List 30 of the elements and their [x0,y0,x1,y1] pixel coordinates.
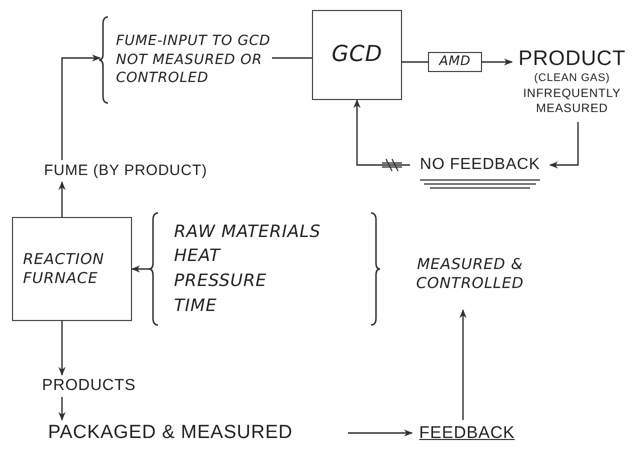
arrow [61,54,101,160]
node-label: (CLEAN GAS) [534,72,610,86]
node-label: HEAT [174,245,220,268]
node-label: PRODUCTS [42,376,136,396]
arrow [58,397,66,421]
node-label: AMD [439,54,471,70]
arrow [131,265,150,273]
process-box [428,52,482,72]
node-label: PRODUCT [518,46,626,72]
arrow [482,58,513,66]
node-label: GCD [332,41,382,69]
node-label: REACTION FURNACE [23,250,106,288]
node-label: PACKAGED & MEASURED [48,421,293,445]
arrow [348,429,413,437]
node-label: FUME-INPUT TO GCD NOT MEASURED OR CONTROLED [116,32,272,88]
arrow [459,309,467,420]
node-label: TIME [174,294,217,318]
node-label: MEASURED & CONTROLLED [415,255,525,293]
arrow [353,99,410,166]
process-box [12,217,132,321]
arrow [549,122,579,169]
node-label: PRESSURE [174,270,267,293]
node-label: FUME (BY PRODUCT) [44,162,208,180]
node-label: NO FEEDBACK [420,155,540,175]
node-label: INFREQUENTLY MEASURED [522,86,622,116]
process-box [312,10,402,100]
arrow [58,181,66,217]
arrow [58,321,66,376]
node-label: FEEDBACK [419,422,515,444]
node-label: RAW MATERIALS [174,220,321,244]
